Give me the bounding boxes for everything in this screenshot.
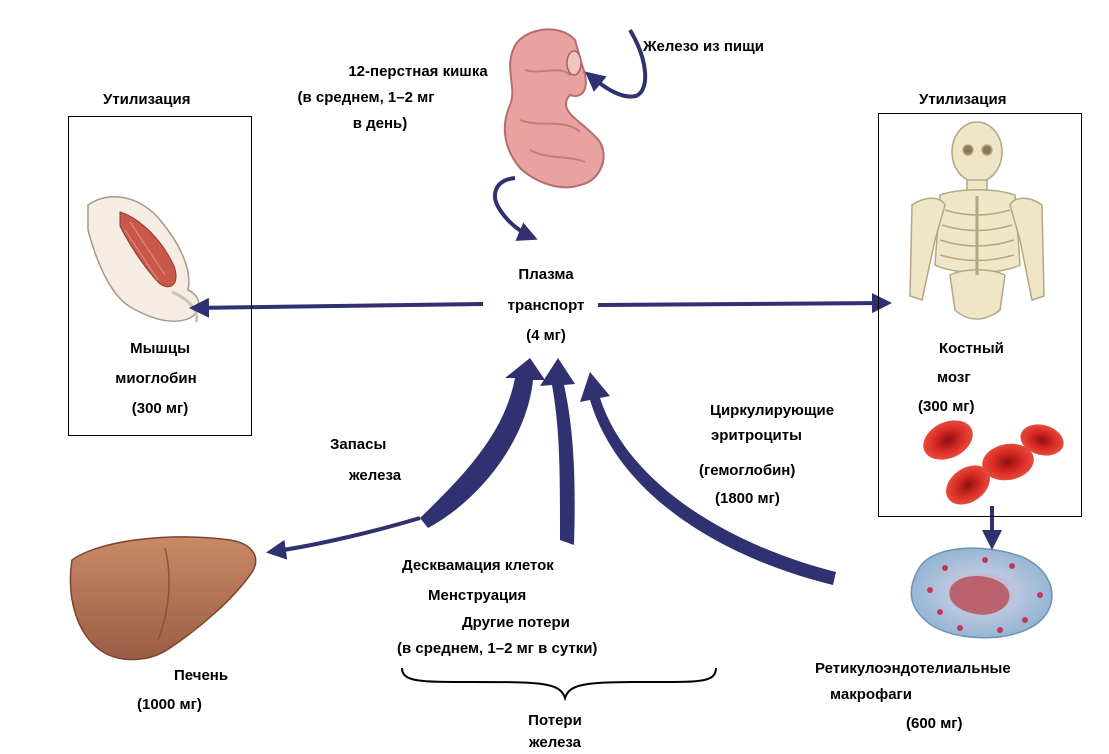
flow-arrows bbox=[193, 30, 992, 552]
stores-to-liver-arrow bbox=[270, 518, 420, 552]
bone-marrow-label-2: мозг bbox=[937, 369, 971, 387]
plasma-amount-label: (4 мг) bbox=[526, 327, 566, 345]
other-losses-label: Другие потери bbox=[462, 614, 570, 632]
plasma-transport-label: транспорт bbox=[508, 297, 585, 315]
iron-loss-label: Потери bbox=[528, 712, 582, 730]
menstruation-label: Менструация bbox=[428, 587, 526, 605]
iron-stores-label-2: железа bbox=[349, 467, 401, 485]
utilization-left-box bbox=[68, 116, 252, 436]
utilization-right-label: Утилизация bbox=[919, 91, 1006, 109]
food-iron-arrow bbox=[588, 30, 645, 97]
rbc-amount-label: (1800 мг) bbox=[715, 490, 780, 508]
duodenum-rate-label: (в среднем, 1–2 мг bbox=[298, 89, 435, 107]
duodenum-label: 12-перстная кишка bbox=[348, 63, 487, 81]
losses-rate-label: (в среднем, 1–2 мг в сутки) bbox=[397, 640, 597, 658]
muscle-amount-label: (300 мг) bbox=[132, 400, 189, 418]
circulating-rbc-label: Циркулирующие bbox=[710, 402, 834, 420]
center-up-arrow bbox=[540, 358, 575, 545]
duodenum-rate-label-2: в день) bbox=[353, 115, 408, 133]
iron-loss-label-2: железа bbox=[529, 734, 581, 752]
absorption-arrow bbox=[495, 178, 534, 238]
stores-to-plasma-arrow bbox=[420, 358, 545, 528]
hemoglobin-label: (гемоглобин) bbox=[699, 462, 795, 480]
desquamation-label: Десквамация клеток bbox=[402, 557, 554, 575]
iron-stores-label: Запасы bbox=[330, 436, 386, 454]
erythrocytes-label: эритроциты bbox=[711, 427, 802, 445]
liver-label: Печень bbox=[174, 667, 228, 685]
macrophages-label: макрофаги bbox=[830, 686, 912, 704]
utilization-left-label: Утилизация bbox=[103, 91, 190, 109]
muscle-label: Мышцы bbox=[130, 340, 190, 358]
bone-marrow-amount-label: (300 мг) bbox=[918, 398, 975, 416]
duodenum-illustration bbox=[505, 29, 604, 187]
iron-loss-brace bbox=[402, 668, 716, 698]
plasma-to-marrow-arrow bbox=[598, 303, 888, 305]
liver-amount-label: (1000 мг) bbox=[137, 696, 202, 714]
utilization-right-box bbox=[878, 113, 1082, 517]
liver-illustration bbox=[70, 537, 255, 660]
plasma-label: Плазма bbox=[518, 266, 573, 284]
macrophages-amount-label: (600 мг) bbox=[906, 715, 963, 733]
re-macrophages-label: Ретикулоэндотелиальные bbox=[815, 660, 1011, 678]
myoglobin-label: миоглобин bbox=[115, 370, 196, 388]
macrophage-illustration bbox=[911, 548, 1052, 638]
bone-marrow-label: Костный bbox=[939, 340, 1004, 358]
food-iron-label: Железо из пищи bbox=[643, 38, 764, 56]
